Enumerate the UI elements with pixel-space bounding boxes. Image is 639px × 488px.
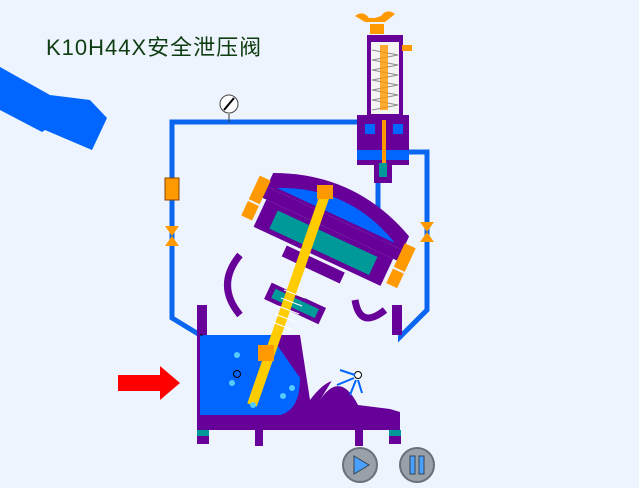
pause-icon	[409, 455, 425, 475]
pilot-valve	[355, 11, 412, 183]
play-button[interactable]	[342, 447, 378, 483]
valve-stem	[247, 185, 333, 407]
main-valve-body	[197, 252, 402, 446]
play-icon	[353, 455, 370, 475]
water-swoosh	[0, 67, 107, 150]
flow-direction-arrow	[118, 366, 180, 400]
diaphragm-bonnet	[241, 172, 416, 325]
needle-valve-left-icon	[165, 226, 179, 246]
filter-icon	[164, 177, 180, 201]
pressure-gauge-icon	[219, 94, 239, 122]
water-bubbles	[229, 352, 295, 408]
diagram-title: K10H44X安全泄压阀	[46, 35, 263, 60]
pause-button[interactable]	[399, 447, 435, 483]
needle-valve-right-icon	[420, 222, 434, 242]
water-spray	[336, 369, 363, 396]
